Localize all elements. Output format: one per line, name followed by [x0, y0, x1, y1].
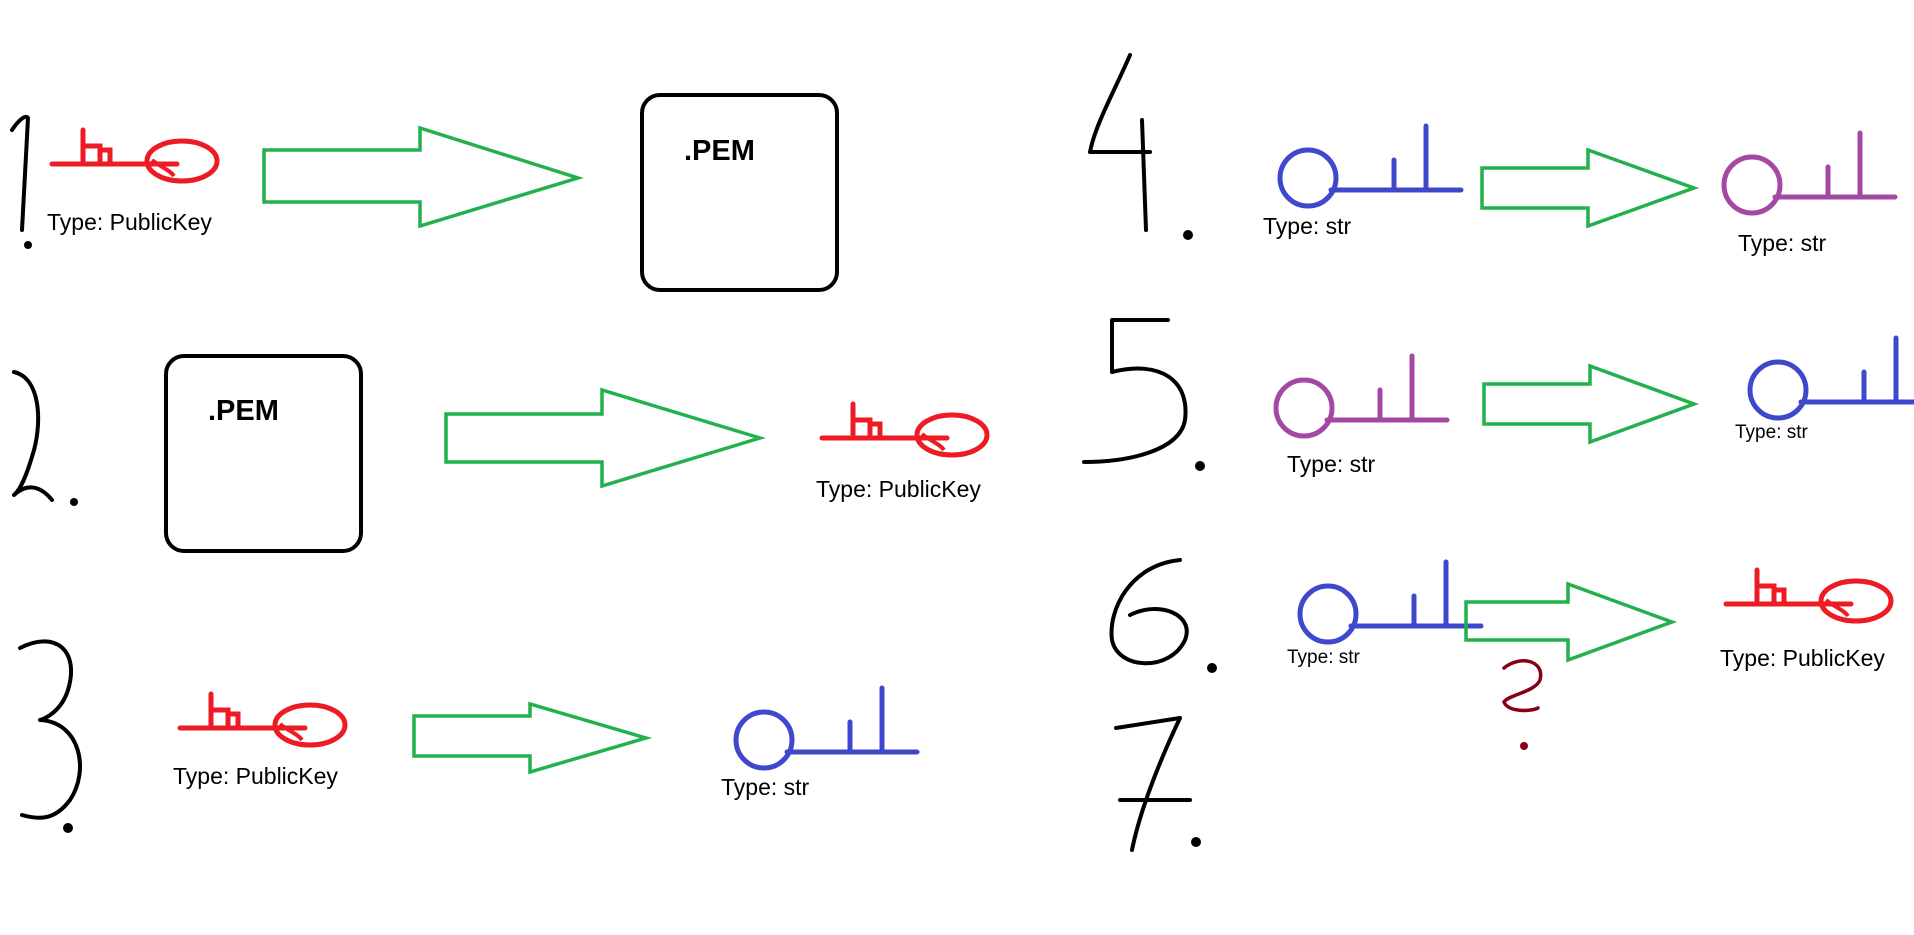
step-5: Type: str Type: str	[1082, 318, 1914, 477]
key-type-label: Type: str	[1287, 647, 1361, 668]
step-dot	[70, 498, 78, 506]
step-2: .PEM Type: PublicKey	[12, 354, 987, 553]
pem-file-box	[164, 354, 363, 553]
key-type-label: Type: PublicKey	[1720, 645, 1885, 671]
step-dot	[24, 241, 32, 249]
step-dot	[1195, 461, 1205, 471]
green-arrow	[262, 125, 584, 229]
str-key-icon	[1724, 133, 1895, 213]
green-arrow	[444, 387, 767, 489]
green-arrow	[1480, 147, 1700, 229]
step-dot	[1183, 230, 1193, 240]
step-number-5	[1082, 318, 1188, 464]
public-key-icon	[52, 130, 217, 181]
green-arrow	[1482, 363, 1700, 445]
key-type-label: Type: PublicKey	[173, 763, 338, 789]
key-type-label: Type: str	[1735, 422, 1809, 443]
step-number-4	[1088, 53, 1152, 232]
key-type-label: Type: str	[1738, 230, 1827, 256]
step-dot	[63, 823, 73, 833]
public-key-icon	[1726, 570, 1891, 621]
pem-file-label: .PEM	[208, 395, 279, 427]
pem-file-label: .PEM	[684, 135, 755, 167]
public-key-icon	[180, 694, 345, 745]
key-type-label: Type: str	[1263, 213, 1352, 239]
str-key-icon	[1280, 126, 1461, 206]
step-number-1	[10, 114, 30, 232]
question-mark	[1502, 659, 1543, 713]
step-number-7	[1114, 716, 1192, 852]
key-type-label: Type: str	[721, 774, 810, 800]
public-key-icon	[822, 404, 987, 455]
green-arrow	[412, 701, 653, 775]
pem-file-box	[640, 93, 839, 292]
str-key-icon	[1300, 562, 1481, 642]
step-6: Type: str Type: PublicKey	[1109, 558, 1891, 750]
step-number-2	[12, 370, 54, 502]
step-number-3	[18, 639, 82, 820]
step-4: Type: str Type: str	[1088, 53, 1895, 256]
str-key-icon	[1276, 356, 1447, 436]
step-dot	[1207, 663, 1217, 673]
step-3: Type: PublicKey Type: str	[18, 639, 917, 833]
str-key-icon	[1750, 338, 1914, 418]
str-key-icon	[736, 688, 917, 768]
green-arrow	[1464, 581, 1678, 663]
step-dot	[1191, 837, 1201, 847]
step-7	[1114, 716, 1201, 852]
key-type-label: Type: PublicKey	[816, 476, 981, 502]
step-number-6	[1109, 558, 1189, 666]
step-1: Type: PublicKey .PEM	[10, 93, 839, 292]
question-mark-dot	[1520, 742, 1528, 750]
key-type-label: Type: PublicKey	[47, 209, 212, 235]
key-type-label: Type: str	[1287, 451, 1376, 477]
